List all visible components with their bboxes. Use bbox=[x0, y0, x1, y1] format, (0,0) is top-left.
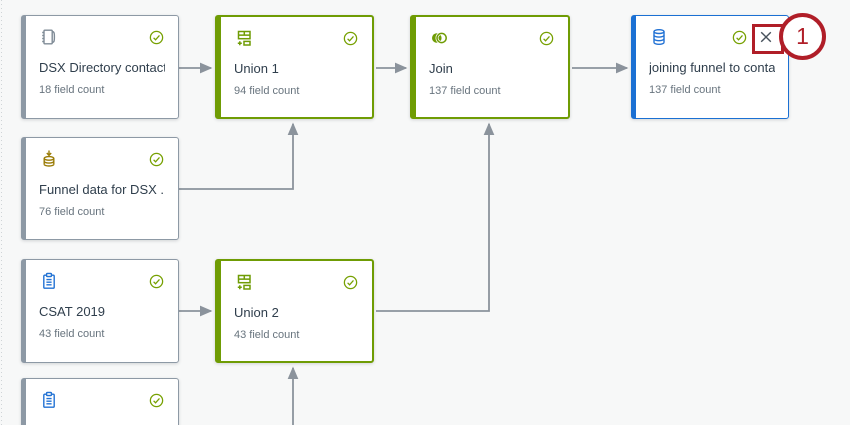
check-circle-icon bbox=[731, 29, 748, 46]
check-circle-icon bbox=[148, 273, 165, 290]
check-circle-icon bbox=[148, 392, 165, 409]
annotation-step-number: 1 bbox=[796, 23, 809, 49]
node-field-count: 137 field count bbox=[429, 85, 501, 97]
address-book-icon bbox=[39, 27, 59, 47]
node-field-count: 43 field count bbox=[234, 329, 300, 341]
edge-union2-to-join bbox=[376, 122, 495, 312]
node-funnel-data[interactable]: Funnel data for DSX ... 76 field count bbox=[21, 137, 179, 240]
node-joining-funnel-output[interactable]: joining funnel to conta... 137 field cou… bbox=[631, 15, 789, 119]
node-bottom-partial[interactable] bbox=[21, 378, 179, 425]
node-field-count: 137 field count bbox=[649, 84, 721, 96]
node-title: Join bbox=[429, 61, 453, 76]
node-union-2[interactable]: Union 2 43 field count bbox=[215, 259, 374, 363]
check-circle-icon bbox=[538, 30, 555, 47]
node-title: Union 2 bbox=[234, 305, 279, 320]
node-dsx-directory-contacts[interactable]: DSX Directory contacts 18 field count bbox=[21, 15, 179, 119]
union-icon bbox=[234, 272, 254, 292]
node-field-count: 76 field count bbox=[39, 206, 105, 218]
node-title: CSAT 2019 bbox=[39, 304, 106, 319]
node-field-count: 18 field count bbox=[39, 84, 105, 96]
node-title: Union 1 bbox=[234, 61, 279, 76]
node-field-count: 94 field count bbox=[234, 85, 300, 97]
canvas-grid-dots bbox=[1, 0, 2, 425]
node-field-count: 43 field count bbox=[39, 328, 105, 340]
survey-icon bbox=[39, 271, 59, 291]
check-circle-icon bbox=[148, 29, 165, 46]
node-title: joining funnel to conta... bbox=[649, 60, 775, 75]
close-icon[interactable] bbox=[757, 28, 775, 46]
survey-icon bbox=[39, 390, 59, 410]
node-title: Funnel data for DSX ... bbox=[39, 182, 165, 197]
node-csat-2019[interactable]: CSAT 2019 43 field count bbox=[21, 259, 179, 363]
check-circle-icon bbox=[342, 274, 359, 291]
check-circle-icon bbox=[148, 151, 165, 168]
import-data-icon bbox=[39, 149, 59, 169]
node-union-1[interactable]: Union 1 94 field count bbox=[215, 15, 374, 119]
join-icon bbox=[429, 28, 449, 48]
node-title: DSX Directory contacts bbox=[39, 60, 165, 75]
node-join[interactable]: Join 137 field count bbox=[410, 15, 570, 119]
database-icon bbox=[649, 27, 669, 47]
edge-funnel-to-union1 bbox=[179, 122, 299, 190]
check-circle-icon bbox=[342, 30, 359, 47]
union-icon bbox=[234, 28, 254, 48]
